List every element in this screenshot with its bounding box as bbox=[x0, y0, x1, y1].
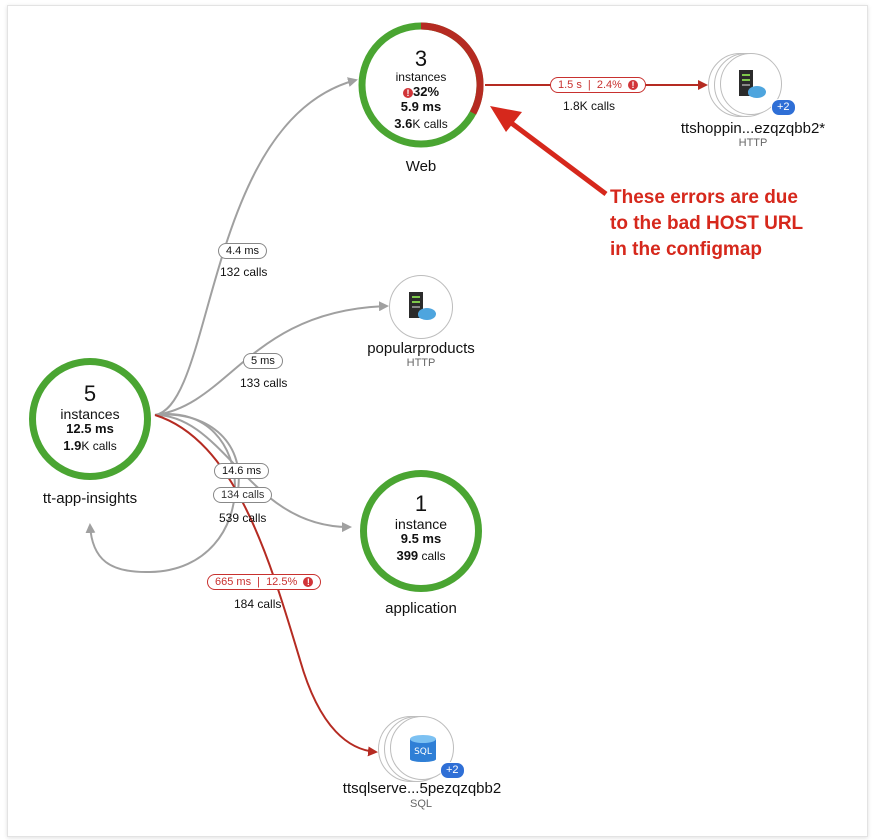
annotation-line-3: in the configmap bbox=[610, 239, 762, 260]
edge-ai-to-application-calls: 539 calls bbox=[219, 511, 267, 525]
sql-database-icon: SQL bbox=[410, 735, 436, 762]
edge-web-to-ttshopping-duration: 1.5 s bbox=[558, 79, 582, 91]
popularproducts-node-label: popularproducts bbox=[367, 340, 475, 357]
app-insights-instance-count: 5 bbox=[83, 381, 97, 406]
application-calls-unit: calls bbox=[418, 549, 446, 564]
app-insights-instance-unit: instances bbox=[60, 406, 120, 423]
app-insights-node-label: tt-app-insights bbox=[42, 490, 138, 507]
ttsqlserver-count-badge: +2 bbox=[440, 762, 465, 779]
edge-web-to-ttshopping-metric[interactable]: 1.5 s | 2.4% ! bbox=[550, 77, 646, 93]
web-calls-unit: K calls bbox=[412, 116, 448, 131]
error-icon: ! bbox=[627, 80, 638, 90]
popularproducts-node[interactable] bbox=[389, 275, 453, 339]
edge-ai-to-application-duration[interactable]: 14.6 ms bbox=[214, 463, 270, 479]
annotation-line-1: These errors are due bbox=[610, 187, 798, 208]
web-node-label: Web bbox=[405, 158, 437, 175]
edge-ai-self-loop[interactable] bbox=[85, 413, 236, 574]
application-calls-num: 399 bbox=[396, 548, 419, 564]
server-cloud-icon bbox=[739, 70, 766, 98]
edge-web-to-ttshopping-error: 2.4% bbox=[596, 79, 622, 91]
error-icon: ! bbox=[303, 577, 314, 587]
edge-ai-to-sql[interactable] bbox=[154, 414, 378, 757]
ttshopping-count-badge: +2 bbox=[771, 99, 796, 116]
error-annotation: These errors are due to the bad HOST URL… bbox=[610, 185, 803, 263]
sql-icon-text: SQL bbox=[414, 747, 432, 757]
web-error-rate: 32% bbox=[412, 84, 440, 100]
application-node-label: application bbox=[385, 600, 457, 617]
edge-ai-to-sql-metric[interactable]: 665 ms | 12.5% ! bbox=[207, 574, 322, 590]
application-instance-count: 1 bbox=[414, 491, 428, 516]
web-duration: 5.9 ms bbox=[400, 99, 442, 115]
popularproducts-node-type: HTTP bbox=[406, 357, 436, 369]
annotation-arrow bbox=[490, 106, 608, 196]
server-cloud-icon bbox=[409, 292, 436, 320]
web-instance-unit: instances bbox=[395, 70, 447, 85]
app-insights-calls-unit: K calls bbox=[81, 439, 117, 454]
edge-ai-to-popular-calls: 133 calls bbox=[240, 376, 288, 390]
edge-ai-to-web[interactable] bbox=[154, 77, 358, 416]
ttshopping-node-type: HTTP bbox=[738, 137, 768, 149]
web-node[interactable]: 3 instances !32% 5.9 ms 3.6K calls bbox=[362, 26, 480, 144]
application-node[interactable]: 1 instance 9.5 ms 399 calls bbox=[360, 470, 482, 592]
edge-ai-to-web-duration[interactable]: 4.4 ms bbox=[218, 243, 268, 259]
edge-ai-to-sql-duration: 665 ms bbox=[215, 576, 252, 588]
edge-web-to-ttshopping-calls: 1.8K calls bbox=[563, 99, 616, 113]
ttsqlserver-node-type: SQL bbox=[409, 798, 432, 810]
edge-ai-to-sql-error: 12.5% bbox=[266, 576, 298, 588]
application-instance-unit: instance bbox=[394, 516, 448, 533]
application-duration: 9.5 ms bbox=[400, 531, 442, 547]
edge-ai-self-duration[interactable]: 134 calls bbox=[213, 487, 273, 503]
ttshopping-node-label: ttshoppin...ezqzqbb2* bbox=[680, 120, 826, 137]
app-insights-calls-num: 1.9 bbox=[63, 438, 82, 454]
edge-ai-to-popular-duration[interactable]: 5 ms bbox=[243, 353, 283, 369]
error-icon: ! bbox=[402, 88, 413, 99]
ttsqlserver-node-label: ttsqlserve...5pezqzqbb2 bbox=[342, 780, 502, 797]
web-calls-num: 3.6 bbox=[394, 115, 413, 131]
app-insights-node[interactable]: 5 instances 12.5 ms 1.9K calls bbox=[29, 358, 151, 480]
edge-ai-to-sql-calls: 184 calls bbox=[234, 597, 282, 611]
annotation-line-2: to the bad HOST URL bbox=[610, 213, 804, 234]
app-insights-duration: 12.5 ms bbox=[66, 421, 114, 437]
web-node-ring[interactable] bbox=[358, 22, 484, 148]
web-instance-count: 3 bbox=[414, 46, 428, 71]
edge-ai-to-web-calls: 132 calls bbox=[220, 265, 268, 279]
